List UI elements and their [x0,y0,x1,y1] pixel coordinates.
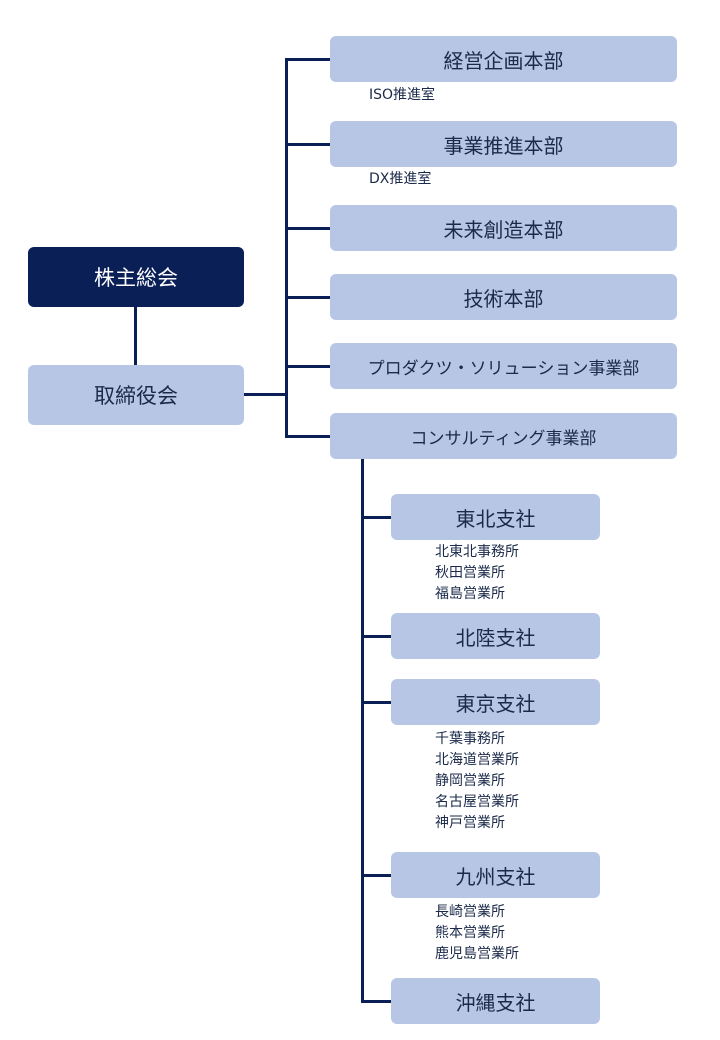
connector-dept-4 [285,296,331,299]
shareholders-meeting-box: 株主総会 [28,247,244,307]
office-item: 福島営業所 [435,586,505,602]
branch-box-5: 沖縄支社 [391,978,600,1024]
department-box-6: コンサルティング事業部 [330,413,677,459]
branch-box-3: 東京支社 [391,679,600,725]
connector-dept-1 [285,58,331,61]
department-box-4: 技術本部 [330,274,677,320]
office-item: 鹿児島営業所 [435,946,519,962]
department-box-5: プロダクツ・ソリューション事業部 [330,343,677,389]
branch-trunk-line [361,455,364,1003]
branch-offices-4: 長崎営業所 熊本営業所 鹿児島営業所 [435,902,519,965]
department-box-3: 未来創造本部 [330,205,677,251]
branch-box-2: 北陸支社 [391,613,600,659]
office-item: 長崎営業所 [435,904,505,920]
connector-dept-3 [285,227,331,230]
office-item: 秋田営業所 [435,565,505,581]
office-item: 熊本営業所 [435,925,505,941]
office-item: 静岡営業所 [435,773,505,789]
connector-board-trunk [242,393,288,396]
office-item: 千葉事務所 [435,731,505,747]
department-box-1: 経営企画本部 [330,36,677,82]
connector-branch-4 [361,874,392,877]
department-sub-1: ISO推進室 [369,87,436,103]
branch-box-4: 九州支社 [391,852,600,898]
connector-branch-3 [361,701,392,704]
board-of-directors-box: 取締役会 [28,365,244,425]
connector-dept-2 [285,143,331,146]
connector-shareholders-board [134,305,137,367]
connector-branch-2 [361,635,392,638]
department-sub-2: DX推進室 [369,171,432,187]
connector-dept-5 [285,365,331,368]
branch-box-1: 東北支社 [391,494,600,540]
branch-offices-1: 北東北事務所 秋田営業所 福島営業所 [435,542,519,605]
connector-dept-6 [285,435,331,438]
connector-branch-1 [361,516,392,519]
branch-offices-3: 千葉事務所 北海道営業所 静岡営業所 名古屋営業所 神戸営業所 [435,729,519,834]
department-trunk-line [285,58,288,438]
office-item: 名古屋営業所 [435,794,519,810]
office-item: 北海道営業所 [435,752,519,768]
connector-branch-5 [361,1000,392,1003]
department-box-2: 事業推進本部 [330,121,677,167]
office-item: 神戸営業所 [435,815,505,831]
office-item: 北東北事務所 [435,544,519,560]
